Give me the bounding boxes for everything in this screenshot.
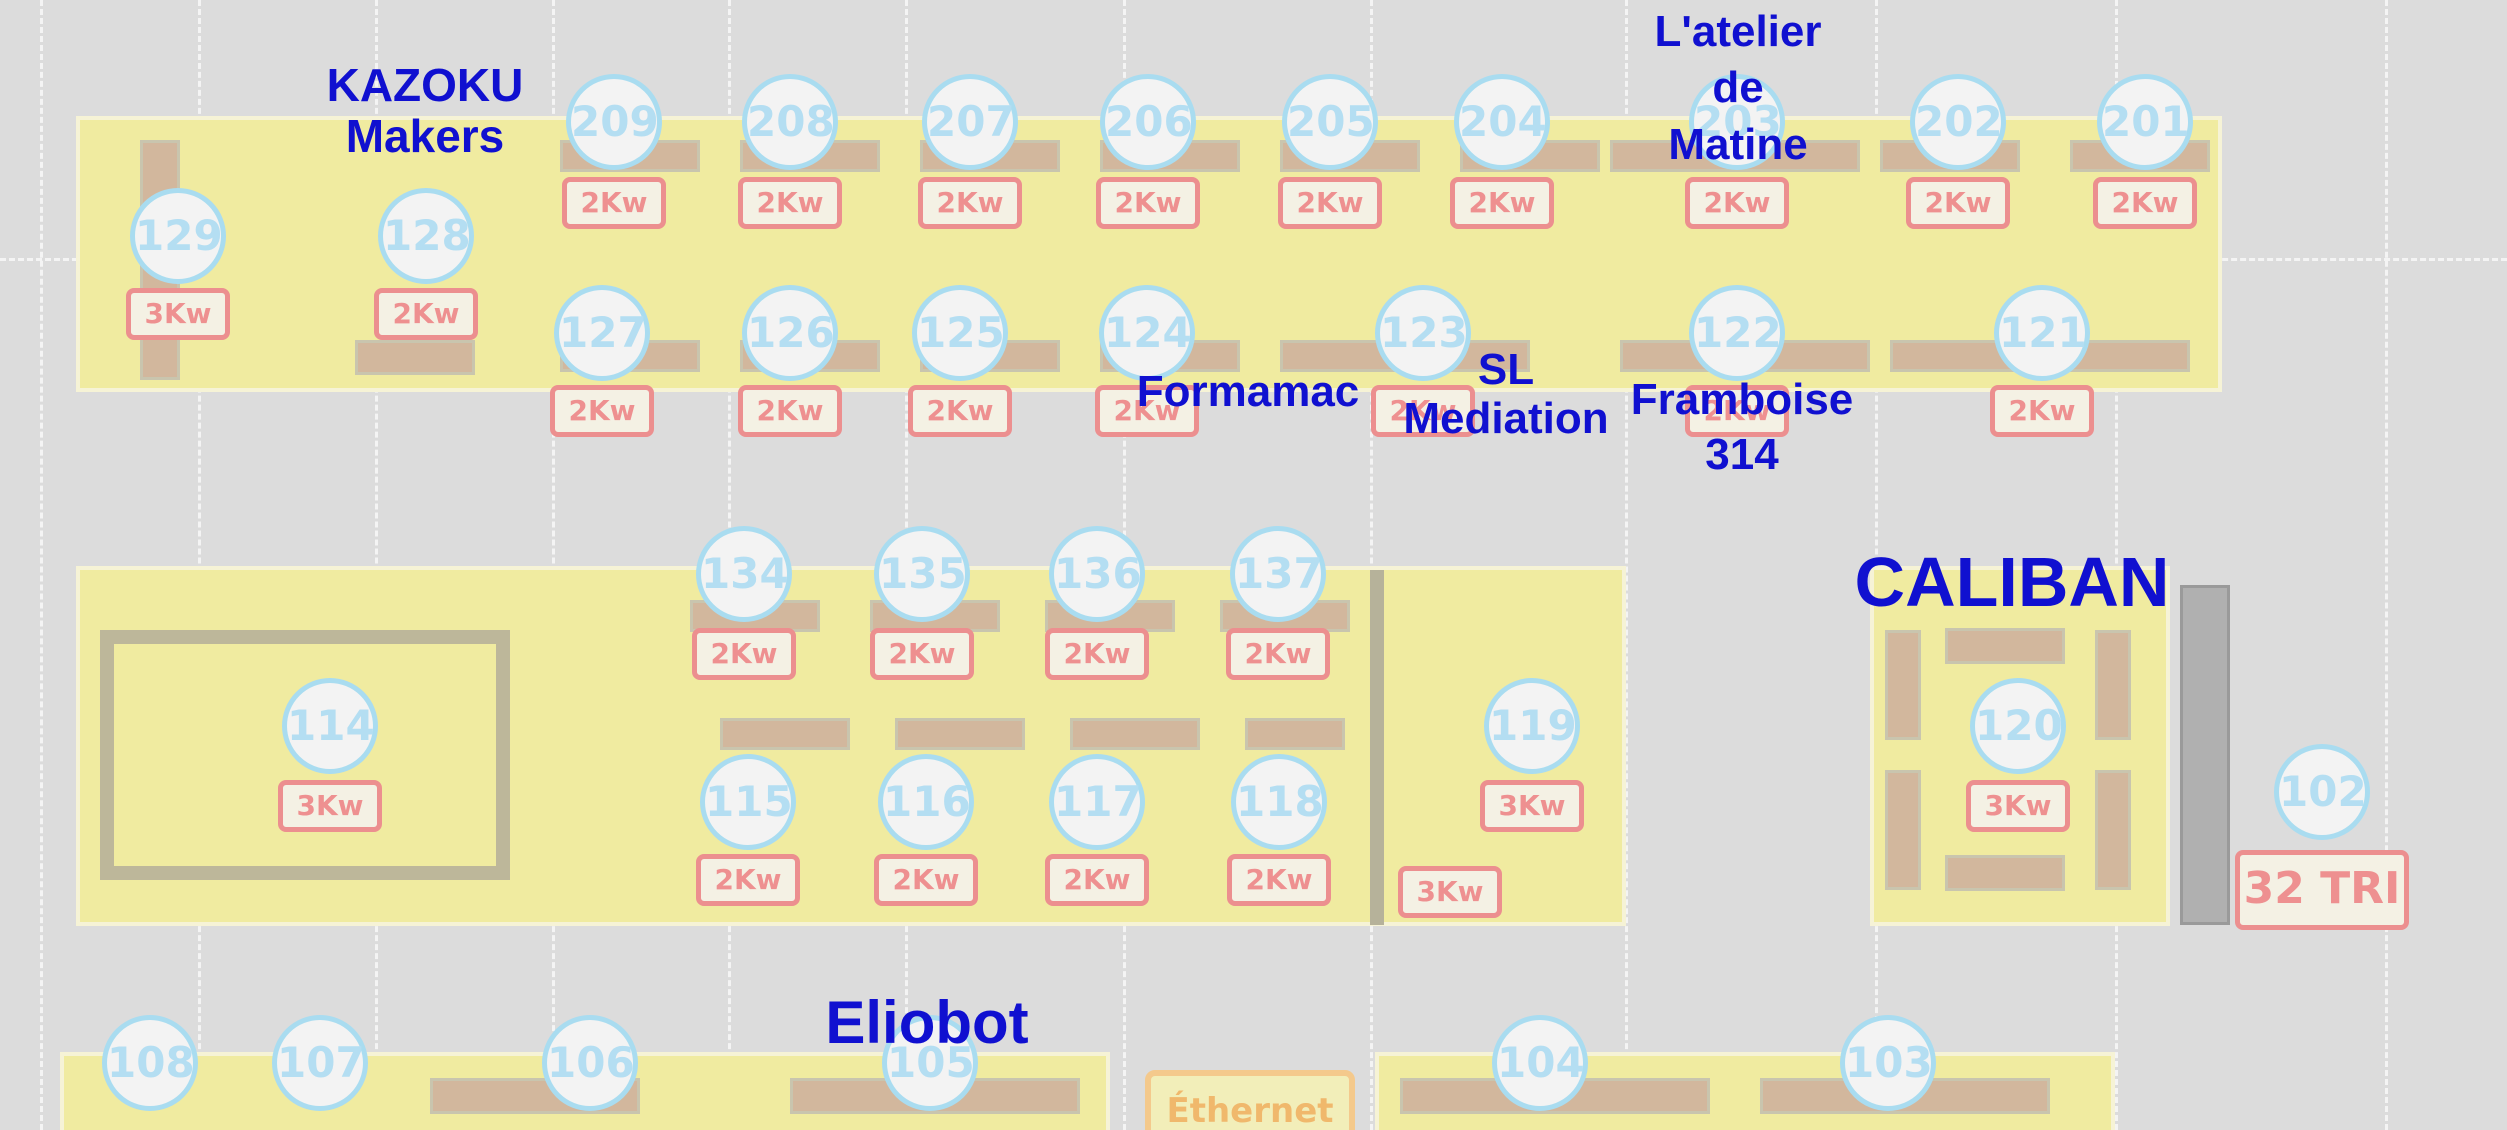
power-tag: 2Kw bbox=[738, 385, 842, 437]
desk bbox=[895, 718, 1025, 750]
desk bbox=[1885, 770, 1921, 890]
desk bbox=[1245, 718, 1345, 750]
grid-line bbox=[2385, 0, 2388, 1130]
stand-number: 209 bbox=[566, 74, 662, 170]
desk bbox=[1070, 718, 1200, 750]
grid-line bbox=[1875, 0, 1878, 1130]
exhibitor-label: Formamac bbox=[1136, 367, 1360, 416]
stand-number: 135 bbox=[874, 526, 970, 622]
power-tag: 2Kw bbox=[1045, 628, 1149, 680]
power-tag: 2Kw bbox=[908, 385, 1012, 437]
grid-line bbox=[40, 0, 43, 1130]
stand-number: 123 bbox=[1375, 285, 1471, 381]
stand-number: 115 bbox=[700, 754, 796, 850]
stand-number: 125 bbox=[912, 285, 1008, 381]
exhibitor-label: L'atelier de Matine bbox=[1654, 7, 1822, 169]
exhibitor-label: SL Mediation bbox=[1403, 345, 1609, 444]
stand-number: 118 bbox=[1231, 754, 1327, 850]
power-tag: 2Kw bbox=[1685, 177, 1789, 229]
desk bbox=[2095, 770, 2131, 890]
stand-number: 121 bbox=[1994, 285, 2090, 381]
power-tag: 2Kw bbox=[692, 628, 796, 680]
desk bbox=[720, 718, 850, 750]
stand-number: 207 bbox=[922, 74, 1018, 170]
desk bbox=[355, 340, 475, 375]
stand-number: 107 bbox=[272, 1015, 368, 1111]
stand-number: 205 bbox=[1282, 74, 1378, 170]
power-tag: 3Kw bbox=[126, 288, 230, 340]
stand-number: 201 bbox=[2097, 74, 2193, 170]
stand-number: 137 bbox=[1230, 526, 1326, 622]
power-tag: 2Kw bbox=[696, 854, 800, 906]
exhibitor-label: CALIBAN bbox=[1854, 543, 2170, 621]
power-tag: 2Kw bbox=[738, 177, 842, 229]
power-tag: 2Kw bbox=[1685, 385, 1789, 437]
power-tag: 2Kw bbox=[870, 628, 974, 680]
grid-line bbox=[198, 0, 201, 1130]
desk bbox=[2095, 630, 2131, 740]
power-tag: 2Kw bbox=[1906, 177, 2010, 229]
stand-number: 134 bbox=[696, 526, 792, 622]
desk bbox=[1885, 630, 1921, 740]
stand-number: 106 bbox=[542, 1015, 638, 1111]
exhibitor-label: KAZOKU Makers bbox=[326, 59, 524, 162]
power-tag: 2Kw bbox=[1096, 177, 1200, 229]
stand-number: 208 bbox=[742, 74, 838, 170]
power-tag: 2Kw bbox=[550, 385, 654, 437]
partition-wall bbox=[1370, 570, 1384, 925]
grid-line bbox=[1370, 0, 1373, 1130]
grid-line bbox=[552, 0, 555, 1130]
stand-number: 102 bbox=[2274, 744, 2370, 840]
power-tag: 3Kw bbox=[1398, 866, 1502, 918]
grid-line bbox=[1625, 0, 1628, 1130]
stand-number: 108 bbox=[102, 1015, 198, 1111]
stand-number: 129 bbox=[130, 188, 226, 284]
power-tag: 2Kw bbox=[918, 177, 1022, 229]
exhibitor-label: Framboise 314 bbox=[1630, 375, 1854, 479]
power-tag: 2Kw bbox=[374, 288, 478, 340]
equipment-rack bbox=[2180, 585, 2230, 925]
power-tag: 2Kw bbox=[2093, 177, 2197, 229]
power-tag: 2Kw bbox=[874, 854, 978, 906]
stand-number: 103 bbox=[1840, 1015, 1936, 1111]
power-tag: 2Kw bbox=[562, 177, 666, 229]
stand-number: 116 bbox=[878, 754, 974, 850]
power-tag: 3Kw bbox=[1480, 780, 1584, 832]
desk bbox=[1945, 855, 2065, 891]
power-tag: 2Kw bbox=[1226, 628, 1330, 680]
grid-line bbox=[2115, 0, 2118, 1130]
stand-number: 203 bbox=[1689, 74, 1785, 170]
power-tag: 2Kw bbox=[1990, 385, 2094, 437]
stand-number: 206 bbox=[1100, 74, 1196, 170]
stand-number: 127 bbox=[554, 285, 650, 381]
stand-number: 117 bbox=[1049, 754, 1145, 850]
stand-number: 119 bbox=[1484, 678, 1580, 774]
stand-number: 204 bbox=[1454, 74, 1550, 170]
stand-number: 122 bbox=[1689, 285, 1785, 381]
stand-number: 128 bbox=[378, 188, 474, 284]
stand-number: 114 bbox=[282, 678, 378, 774]
power-tag: 2Kw bbox=[1371, 385, 1475, 437]
power-tag: 2Kw bbox=[1227, 854, 1331, 906]
stand-number: 124 bbox=[1099, 285, 1195, 381]
stand-number: 126 bbox=[742, 285, 838, 381]
stand-number: 120 bbox=[1970, 678, 2066, 774]
power-tag: 2Kw bbox=[1095, 385, 1199, 437]
power-tag: 2Kw bbox=[1045, 854, 1149, 906]
power-tag: 2Kw bbox=[1450, 177, 1554, 229]
grid-line bbox=[375, 0, 378, 1130]
stand-number: 136 bbox=[1049, 526, 1145, 622]
power-tag: 2Kw bbox=[1278, 177, 1382, 229]
ethernet-label: Éthernet bbox=[1145, 1070, 1355, 1130]
stand-number: 202 bbox=[1910, 74, 2006, 170]
desk bbox=[1945, 628, 2065, 664]
power-tag: 3Kw bbox=[1966, 780, 2070, 832]
power-tag: 32 TRI bbox=[2235, 850, 2409, 930]
stand-number: 105 bbox=[882, 1015, 978, 1111]
lounge-area bbox=[100, 630, 510, 880]
power-tag: 3Kw bbox=[278, 780, 382, 832]
exhibitor-label: Eliobot bbox=[825, 989, 1029, 1056]
stand-number: 104 bbox=[1492, 1015, 1588, 1111]
